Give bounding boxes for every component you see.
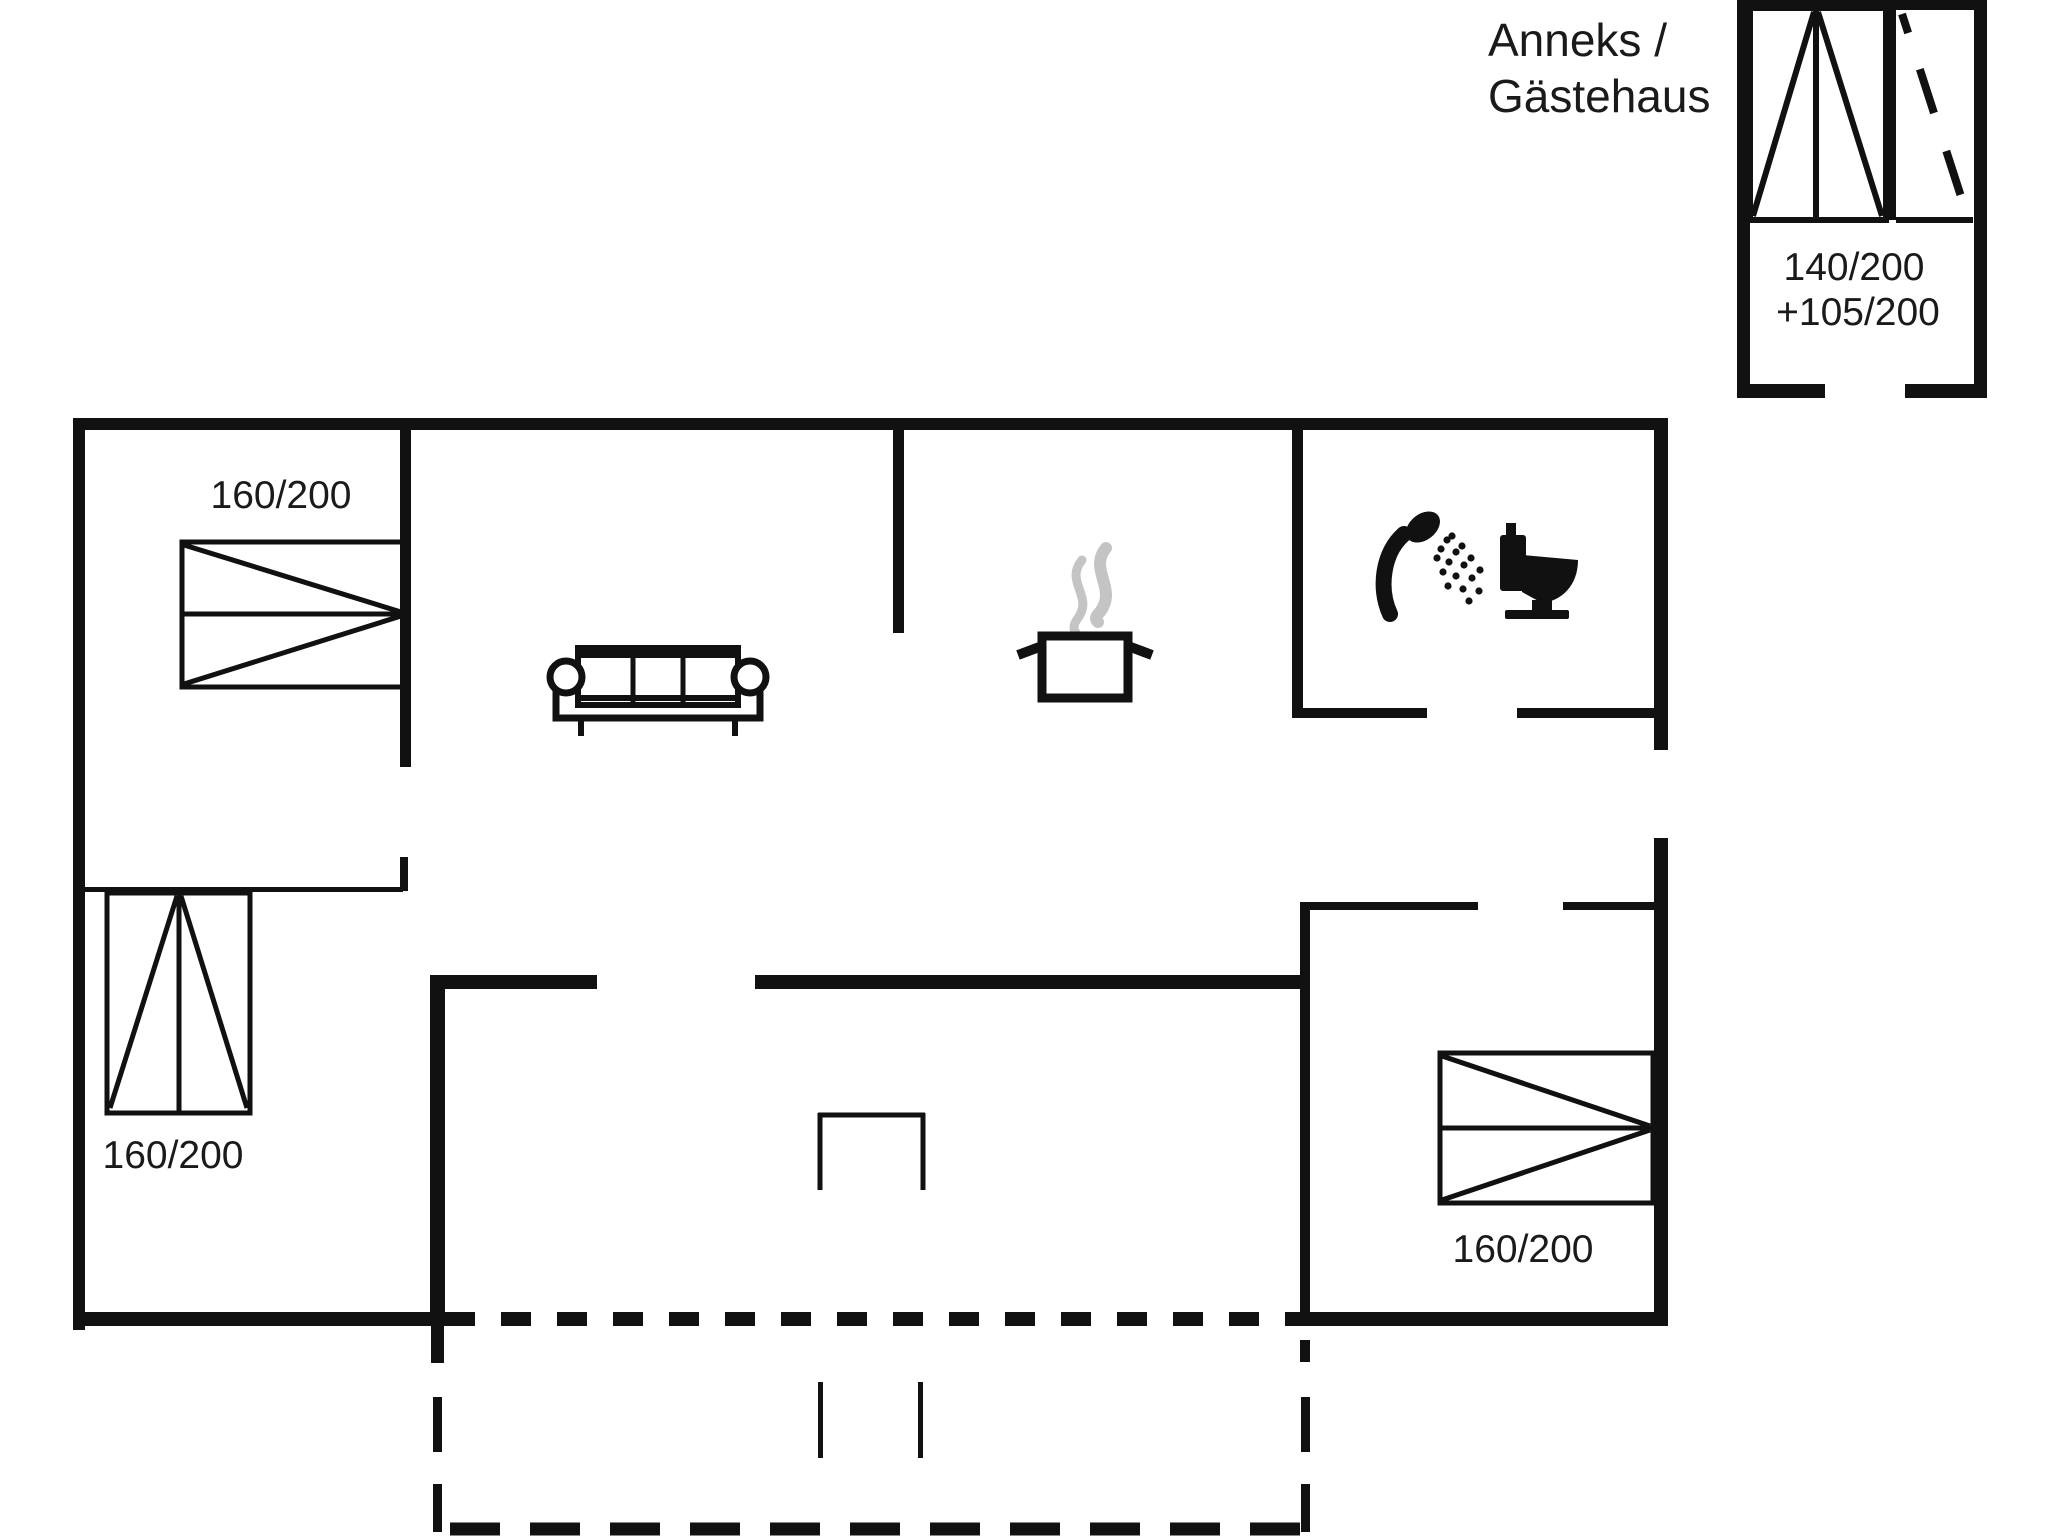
- bed1-diagonal-top: [183, 542, 402, 615]
- terrace-right-dash-1: [1301, 1397, 1310, 1452]
- annex-bed-divider: [1886, 8, 1896, 220]
- double-bed-symbol: [179, 539, 406, 690]
- sofa-arm-right: [730, 657, 770, 697]
- bed1-diagonal-bottom: [183, 613, 402, 687]
- bed2-diagonal-right: [178, 895, 250, 1109]
- wall-bottom-left: [73, 1312, 445, 1326]
- main-house-walls: [73, 418, 1668, 1363]
- wall-bedroom3-top-b: [1563, 902, 1668, 910]
- toilet-button: [1506, 523, 1516, 537]
- pot-body: [1037, 631, 1133, 703]
- shower-head: [1406, 511, 1440, 543]
- annex-bed-symbol: [1747, 5, 1889, 223]
- table-symbol: [817, 1112, 926, 1190]
- annex-wall-bottom-a: [1737, 384, 1825, 398]
- sofa-back: [578, 648, 738, 658]
- pot-handle-left: [1016, 641, 1044, 660]
- wall-bedroom3-left: [1300, 902, 1310, 1326]
- annex-title-line2: Gästehaus: [1488, 70, 1710, 122]
- steam-wisp-left: [1069, 555, 1088, 638]
- terrace-mark-right: [918, 1382, 923, 1458]
- wall-kitchen-divider: [893, 430, 904, 633]
- wall-left: [73, 418, 85, 1330]
- shower-spray-dots: [1433, 532, 1484, 605]
- annex-bed-size-line2: +105/200: [1776, 291, 1940, 334]
- annex-wall-bottom-b: [1905, 384, 1987, 398]
- wall-bathroom-bottom-b: [1517, 708, 1668, 718]
- terrace-dashed-outline: [433, 1312, 1310, 1536]
- wall-right-upper: [1654, 418, 1668, 750]
- steam-wisp-right: [1090, 542, 1112, 628]
- bedroom-bottom-left-bed-size: 160/200: [103, 1134, 244, 1177]
- partition-bedroom1-bottom: [85, 887, 403, 892]
- double-bed-symbol: [1437, 1050, 1656, 1206]
- terrace-left-dash-2: [433, 1484, 442, 1532]
- toilet-icon: [1500, 523, 1578, 619]
- steam-icon: [1069, 542, 1112, 638]
- terrace-left-dash-1: [433, 1397, 442, 1452]
- shower-hose: [1375, 526, 1412, 622]
- annex-bed-size-line1: 140/200: [1784, 246, 1925, 289]
- annex-wall-right: [1974, 0, 1987, 398]
- annex-bed-diagonal-left: [1750, 11, 1817, 217]
- annex-walls: [1737, 0, 1987, 398]
- toilet-tank: [1500, 535, 1526, 591]
- wall-top: [73, 418, 1668, 430]
- annex-extra-bed-dashed-diagonal: [1898, 12, 1970, 214]
- wall-middle-b: [755, 975, 1310, 989]
- annex-bed-diagonal-right: [1815, 11, 1885, 217]
- bedroom-bottom-right-bed-size: 160/200: [1453, 1228, 1594, 1271]
- toilet-bowl: [1522, 555, 1578, 603]
- wall-bedroom3-top-a: [1300, 902, 1478, 910]
- sofa-icon: [546, 645, 770, 736]
- sofa-base: [552, 688, 764, 722]
- cooking-pot-icon: [1016, 631, 1154, 703]
- toilet-pedestal: [1532, 600, 1552, 612]
- wall-bottom-right: [1302, 1312, 1668, 1326]
- extra-bed-dashed-symbol: [1896, 12, 1973, 223]
- annex-title-line1: Anneks /: [1488, 14, 1667, 66]
- wall-bottomleft-room-stub: [431, 1326, 444, 1363]
- wall-middle-a: [430, 975, 597, 989]
- wall-bottomleft-room-right: [430, 975, 445, 1326]
- bed3-diagonal-bottom: [1441, 1127, 1651, 1203]
- bed3-diagonal-top: [1441, 1053, 1651, 1129]
- wall-bathroom-bottom-a: [1292, 708, 1427, 718]
- bed2-diagonal-left: [107, 895, 180, 1109]
- double-bed-symbol: [104, 890, 253, 1116]
- shower-icon: [1375, 511, 1484, 622]
- wall-bedroom1-stub: [400, 857, 408, 891]
- pot-handle-right: [1126, 641, 1154, 660]
- sofa-arm-left: [546, 657, 586, 697]
- toilet-base: [1505, 610, 1569, 619]
- terrace-mark-left: [818, 1382, 823, 1458]
- annex-wall-left: [1737, 0, 1750, 398]
- wall-bathroom-left: [1292, 430, 1303, 718]
- wall-right-lower: [1654, 838, 1668, 1326]
- terrace-right-stub: [1300, 1340, 1310, 1362]
- terrace-right-dash-2: [1301, 1484, 1310, 1532]
- bedroom-top-left-bed-size: 160/200: [211, 474, 352, 517]
